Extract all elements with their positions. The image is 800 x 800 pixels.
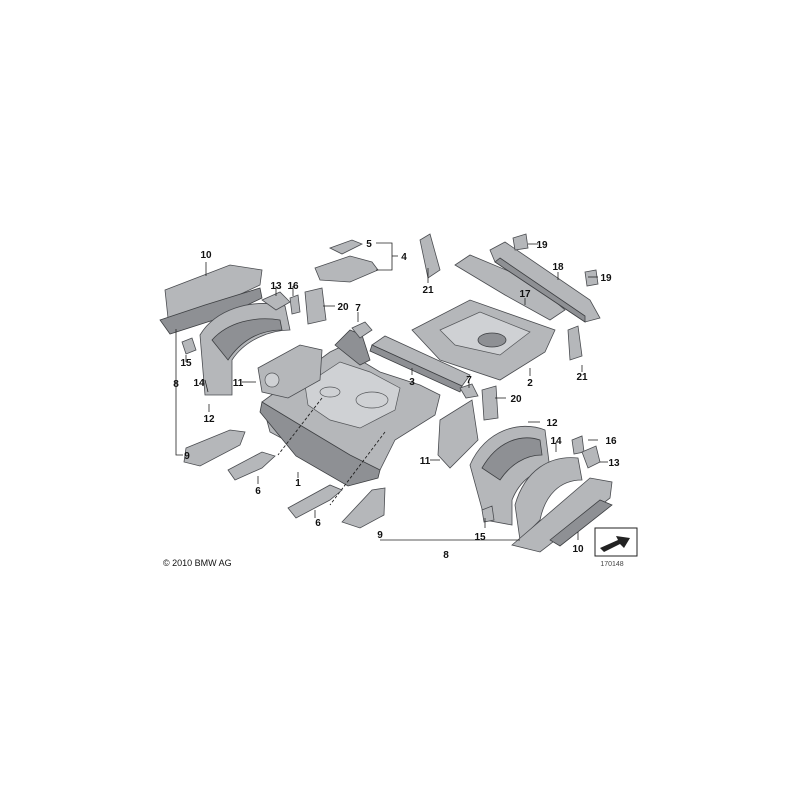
part-16-left-bracket — [289, 294, 301, 315]
label-18: 18 — [552, 262, 564, 273]
label-16-right: 16 — [605, 436, 617, 447]
figure-id: 170148 — [600, 561, 623, 568]
label-16-left: 16 — [287, 281, 299, 292]
part-12-right-wheelhouse — [469, 425, 551, 526]
callout-labels: 1 2 3 4 5 6 6 7 7 8 8 9 9 10 10 11 11 12… — [173, 239, 620, 561]
label-17: 17 — [519, 289, 531, 300]
label-6-upper: 6 — [255, 486, 261, 497]
label-1: 1 — [295, 478, 301, 489]
label-13-right: 13 — [608, 458, 620, 469]
label-10-left: 10 — [200, 250, 212, 261]
part-15-left-bracket — [181, 337, 197, 355]
part-21-lower-bracket — [567, 325, 583, 361]
label-2: 2 — [527, 378, 533, 389]
part-16-right-bracket — [571, 435, 585, 455]
part-6-member-lower — [287, 484, 343, 519]
part-2-luggage-floor — [411, 299, 556, 381]
part-10-right-member — [511, 477, 613, 553]
label-19-upper: 19 — [536, 240, 548, 251]
part-20-left-bracket — [304, 287, 327, 325]
label-11-right: 11 — [420, 456, 431, 467]
part-5-panel — [314, 239, 379, 283]
label-12-right: 12 — [546, 418, 558, 429]
part-6-member-upper — [227, 451, 276, 481]
part-10-left-member — [159, 264, 263, 335]
label-7-left: 7 — [355, 303, 361, 314]
part-7-bracket-left — [351, 321, 373, 339]
label-7-right: 7 — [466, 375, 472, 386]
part-14-right-wheelarch — [514, 457, 583, 541]
label-15-right: 15 — [474, 532, 486, 543]
part-19-upper-bracket — [512, 233, 529, 251]
label-21-upper: 21 — [422, 285, 434, 296]
label-9-left: 9 — [184, 451, 190, 462]
part-12-left-wheelhouse — [199, 303, 291, 396]
label-8-right: 8 — [443, 550, 449, 561]
part-19-lower-bracket — [584, 269, 599, 287]
label-20-right: 20 — [510, 394, 522, 405]
label-12-left: 12 — [203, 414, 215, 425]
label-13-left: 13 — [270, 281, 282, 292]
part-21-upper-bracket — [419, 233, 441, 279]
part-13-left-bracket — [261, 291, 291, 311]
part-11-right-strut — [437, 399, 479, 469]
label-15-left: 15 — [180, 358, 192, 369]
label-5: 5 — [366, 239, 372, 250]
part-7-bracket-right — [459, 383, 479, 399]
label-8-left: 8 — [173, 379, 179, 390]
label-19-lower: 19 — [600, 273, 612, 284]
part-3-cross-member — [369, 335, 471, 393]
part-11-left-strut — [257, 344, 323, 399]
label-9-right: 9 — [377, 530, 383, 541]
label-6-lower: 6 — [315, 518, 321, 529]
label-4: 4 — [401, 252, 407, 263]
leader-lines — [175, 242, 608, 541]
label-14-right: 14 — [550, 436, 562, 447]
label-20-left: 20 — [337, 302, 349, 313]
label-3: 3 — [409, 377, 415, 388]
part-9-right-bracket — [341, 487, 386, 529]
orientation-arrow-box — [594, 527, 638, 557]
copyright-text: © 2010 BMW AG — [163, 558, 232, 568]
part-18-rear-panel — [489, 241, 601, 323]
label-11-left: 11 — [233, 378, 244, 389]
part-17-rear-panel — [454, 254, 566, 321]
label-14-left: 14 — [193, 378, 205, 389]
part-20-right-bracket — [481, 385, 499, 421]
part-13-right-bracket — [581, 445, 601, 469]
part-9-left-bracket — [183, 429, 246, 467]
label-21-lower: 21 — [576, 372, 588, 383]
label-10-right: 10 — [572, 544, 584, 555]
